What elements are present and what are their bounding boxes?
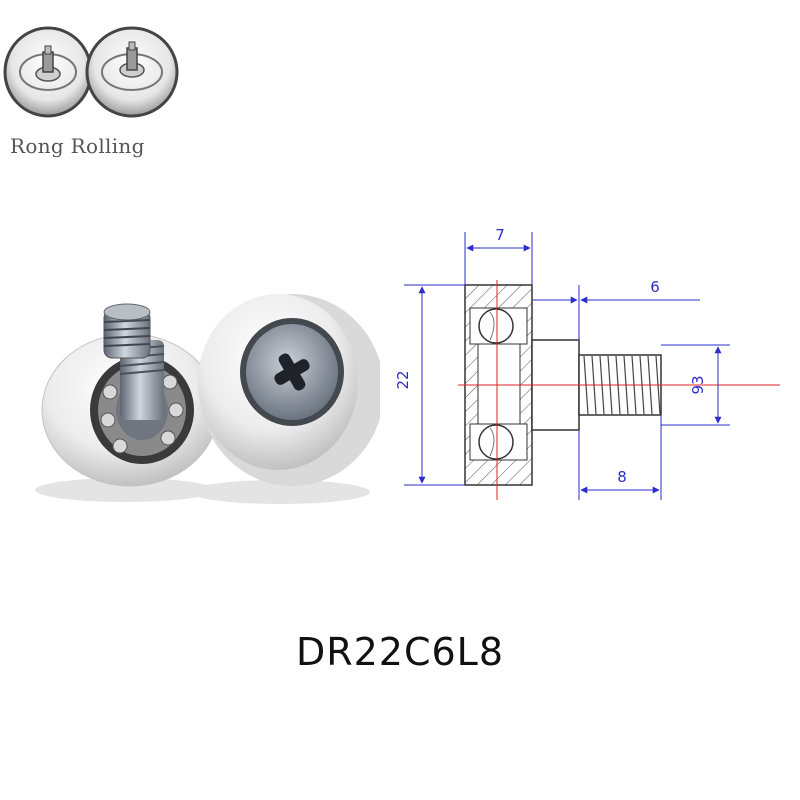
roller-bearing-product-photo xyxy=(35,294,380,504)
roller-left xyxy=(41,303,219,487)
centerlines xyxy=(458,280,780,500)
dim-shoulder-label: 6 xyxy=(650,278,660,296)
dim-thread-diameter-label: 93 xyxy=(689,375,707,394)
dim-diameter-label: 22 xyxy=(394,370,412,389)
technical-drawing: 7 6 22 93 8 xyxy=(394,226,780,500)
shadow-right xyxy=(190,480,370,504)
dim-thread-length-label: 8 xyxy=(617,468,627,486)
phillips-screw-icon xyxy=(274,353,310,391)
dim-width-label: 7 xyxy=(495,226,505,244)
shadow-left xyxy=(35,478,215,502)
dimension-lines xyxy=(404,232,730,500)
logo-wheel-right xyxy=(85,26,179,118)
roller-right xyxy=(198,294,380,486)
logo-wheel-left xyxy=(3,26,93,118)
brand-name: Rong Rolling xyxy=(10,134,145,158)
model-code: DR22C6L8 xyxy=(295,630,505,674)
roller-wheels-icon xyxy=(3,26,179,118)
